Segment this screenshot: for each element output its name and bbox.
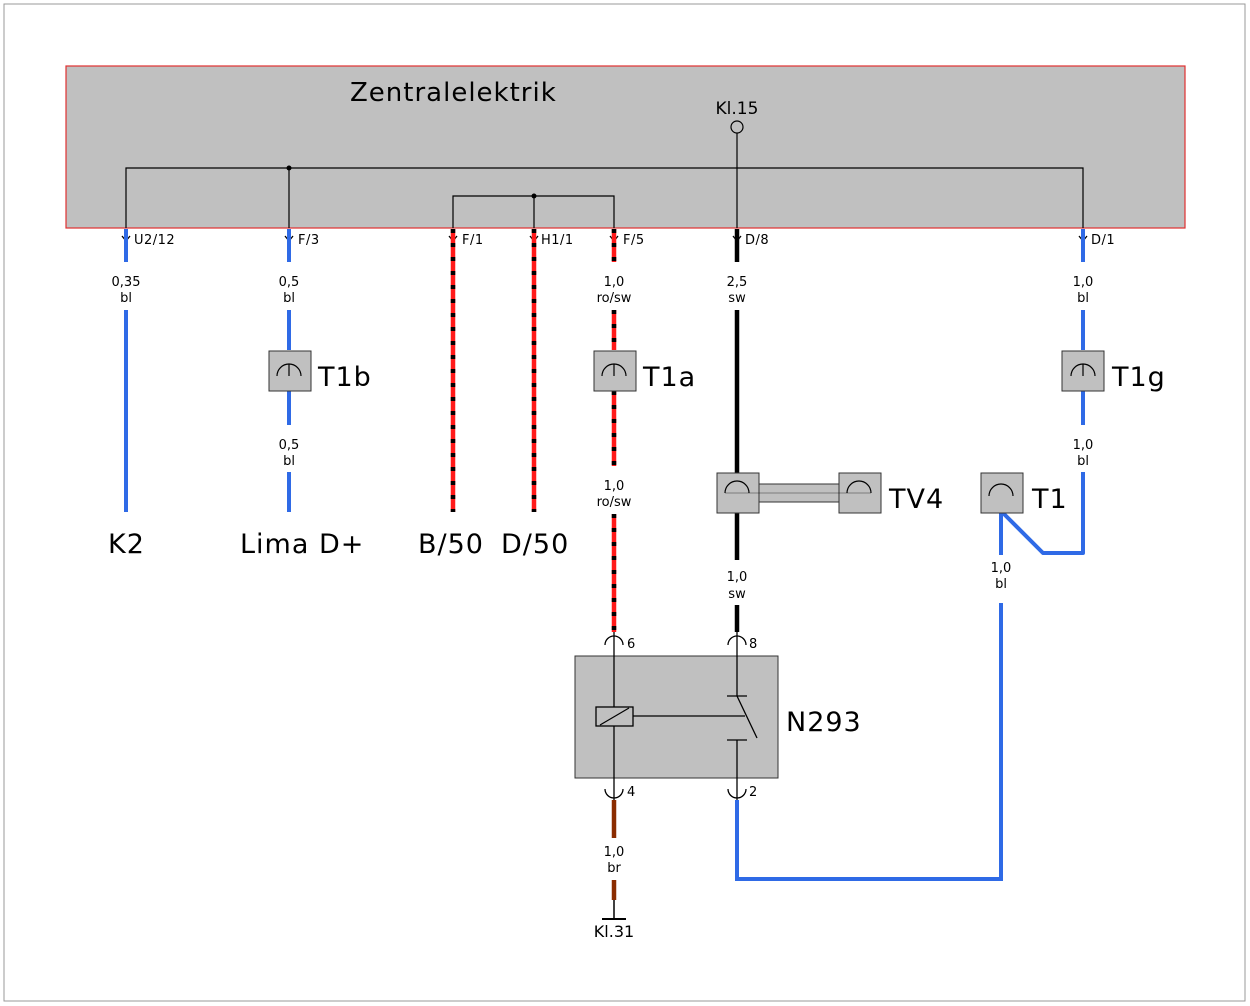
pin-f1: F/1: [462, 233, 484, 248]
wire-color: bl: [1077, 291, 1089, 306]
relay-pin-4: 4: [627, 785, 635, 800]
connector-label: T1a: [642, 362, 696, 393]
connector-t1a: T1a: [593, 350, 696, 393]
connector-t1g: T1g: [1061, 350, 1166, 393]
ground-label: Kl.31: [594, 922, 634, 941]
connector-label: T1g: [1111, 362, 1166, 393]
pin-f3: F/3: [298, 233, 320, 248]
connector-t1b: T1b: [268, 350, 372, 393]
connector-label: TV4: [888, 484, 944, 515]
connector-tv4: TV4: [716, 472, 944, 515]
diagram-frame: [3, 3, 1246, 1002]
central-box-title: Zentralelektrik: [350, 78, 557, 108]
bus-junction: [531, 193, 537, 199]
pin-plug-6: [604, 635, 624, 646]
wire-color: ro/sw: [597, 495, 632, 510]
wire-d1: [1001, 229, 1085, 555]
relay-label: N293: [786, 707, 862, 738]
wire-color: bl: [283, 291, 295, 306]
connector-t1: T1: [980, 472, 1068, 515]
relay-pin-8: 8: [749, 637, 757, 652]
central-box-rect: [65, 65, 1186, 229]
wire-size: 1,0: [727, 570, 748, 585]
endpoint-d50: D/50: [501, 529, 569, 560]
relay-n293: 6 8 4 2 N293: [574, 632, 862, 800]
wire-color: sw: [728, 587, 746, 602]
relay-pin-6: 6: [627, 637, 635, 652]
pin-h1-1: H1/1: [541, 233, 574, 248]
endpoint-b50: B/50: [418, 529, 484, 560]
wire-color: br: [607, 861, 621, 876]
wire-labels: 0,35 bl 0,5 bl 0,5 bl 1,0 ro/sw 1,0 ro/s…: [112, 275, 1094, 876]
wire-size: 1,0: [1073, 275, 1094, 290]
wire-color: ro/sw: [597, 291, 632, 306]
wire-color: bl: [283, 454, 295, 469]
wire-color: sw: [728, 291, 746, 306]
wire-size: 0,5: [279, 438, 300, 453]
pin-labels: U2/12 F/3 F/1 H1/1 F/5 D/8 D/1: [134, 233, 1115, 248]
wire-size: 0,35: [112, 275, 141, 290]
wire-size: 1,0: [1073, 438, 1094, 453]
bus-junction: [286, 165, 292, 171]
kl15-label: Kl.15: [716, 99, 759, 119]
connector-label: T1: [1031, 484, 1068, 515]
wire-size: 2,5: [727, 275, 748, 290]
pin-plug-2: [727, 788, 747, 799]
wire-ground: [602, 800, 626, 920]
connector-label: T1b: [317, 362, 372, 393]
endpoint-lima: Lima D+: [240, 529, 364, 560]
wire-size: 0,5: [279, 275, 300, 290]
pin-d1: D/1: [1091, 233, 1115, 248]
pin-plug-8: [727, 635, 747, 646]
bus-line-main: [125, 167, 1084, 228]
endpoint-labels: K2 Lima D+ B/50 D/50: [108, 529, 569, 560]
wire-size: 1,0: [604, 275, 625, 290]
relay-switch-blade: [736, 695, 758, 739]
wire-color: bl: [995, 577, 1007, 592]
relay-pin-2: 2: [749, 785, 757, 800]
wire-size: 1,0: [604, 845, 625, 860]
endpoint-k2: K2: [108, 529, 145, 560]
pin-plug-4: [604, 788, 624, 799]
central-electrics-box: Zentralelektrik Kl.15: [65, 65, 1186, 229]
pin-f5: F/5: [623, 233, 645, 248]
wire-color: bl: [1077, 454, 1089, 469]
pin-u2-12: U2/12: [134, 233, 175, 248]
wire-size: 1,0: [991, 561, 1012, 576]
pin-arrows: [121, 235, 1088, 243]
wire-color: bl: [120, 291, 132, 306]
wire-size: 1,0: [604, 479, 625, 494]
wire-t1-relay: [735, 513, 1003, 881]
pin-d8: D/8: [745, 233, 769, 248]
